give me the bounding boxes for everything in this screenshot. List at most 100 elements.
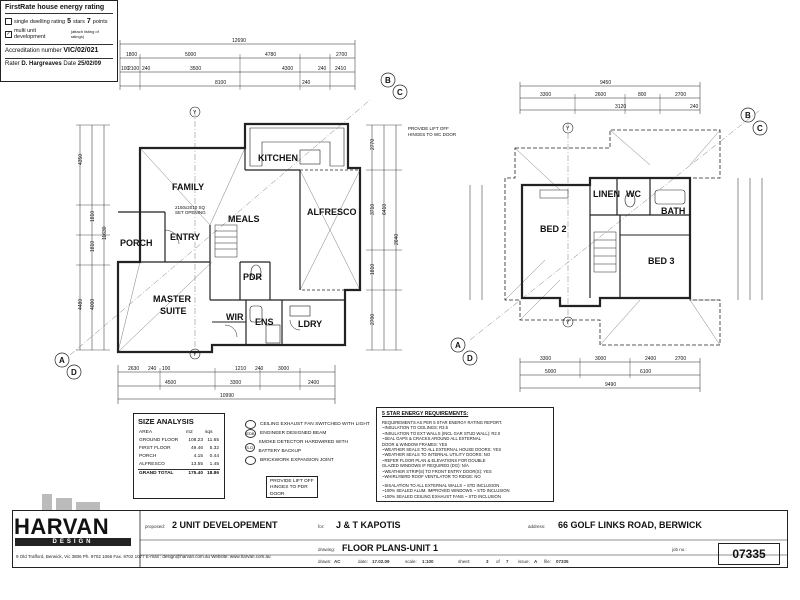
sheet-value: 3 — [486, 559, 489, 564]
sqs-cell: 1.45 — [209, 462, 219, 468]
table-row: GROUND FLOOR 108.23 11.65 — [138, 437, 220, 445]
legend-text: CEILING EXHAUST FAN SWITCHED WITH LIGHT — [260, 422, 370, 427]
lift-off-note-2: HINGES TO WC DOOR — [408, 132, 457, 137]
dim-text: 6410 — [382, 204, 388, 215]
smoke-detector-icon: S.D — [245, 442, 255, 452]
room-ldry: LDRY — [298, 319, 322, 329]
drawn-label: drawn: — [318, 559, 332, 564]
room-kitchen: KITCHEN — [258, 153, 298, 163]
m2-cell: 13.55 — [190, 462, 203, 468]
date-value: 17.02.09 — [372, 559, 390, 564]
issue-value: A — [534, 559, 538, 564]
option-label: single dwelling rating — [14, 18, 66, 25]
room-suite: SUITE — [160, 306, 187, 316]
energy-title: 5 STAR ENERGY REQUIREMENTS: — [382, 411, 469, 417]
issue-label: issue: — [518, 559, 530, 564]
opening-note-2: SET OPENING — [175, 210, 206, 215]
dim-text: 240 — [690, 104, 699, 110]
stars-word: stars — [72, 18, 85, 25]
energy-line: ~INSULATION TO EXT WALLS (INCL GAR STUD … — [382, 430, 501, 436]
grid-label-a: A — [455, 341, 461, 350]
dim-text: 1810 — [370, 264, 376, 275]
dim-text: 3710 — [370, 204, 376, 215]
dim-text: 240 — [148, 366, 157, 372]
dim-text: 4480 — [78, 299, 84, 310]
sqs-cell: 11.65 — [207, 437, 219, 443]
room-bed3: BED 3 — [648, 256, 675, 266]
dim-text: 240 — [255, 366, 264, 372]
area-cell: GRAND TOTAL — [138, 469, 185, 479]
energy-line: ~100% SEALED ALUM. IMPROVED WINDOWS ~ ST… — [382, 488, 510, 494]
dim-text: 12690 — [232, 38, 246, 44]
beam-icon: EDB — [245, 429, 256, 439]
sqs-cell: 18.86 — [204, 469, 220, 479]
sqs-cell: 0.44 — [209, 454, 219, 460]
dim-text: 2400 — [308, 380, 319, 386]
dim-text: 4780 — [265, 52, 276, 58]
dim-text: 240 — [302, 80, 311, 86]
room-wir: WIR — [226, 312, 244, 322]
date-value: 25/02/09 — [77, 61, 102, 67]
energy-line: REQUIREMENTS AS PER 5 STAR ENERGY RATING… — [382, 419, 503, 425]
room-meals: MEALS — [228, 214, 260, 224]
dim-text: 4350 — [78, 154, 84, 165]
points-word: points — [92, 18, 108, 25]
area-cell: GROUND FLOOR — [139, 437, 179, 443]
m2-cell: 4.15 — [193, 454, 203, 460]
dim-text: 4500 — [165, 380, 176, 386]
room-linen: LINEN — [593, 189, 620, 199]
dim-text: 800 — [638, 92, 647, 98]
grid-label-c: C — [397, 88, 403, 97]
grid-label-b: B — [385, 76, 391, 85]
legend-text: ENGINEER DESIGNED BEAM — [260, 431, 327, 437]
m2-cell: 108.23 — [188, 437, 203, 443]
room-bath: BATH — [661, 206, 685, 216]
dim-text: 240 — [142, 66, 151, 72]
dim-text: 1800 — [126, 52, 137, 58]
dim-text: 3300 — [230, 380, 241, 386]
energy-line: ~100% SEALED CEILING EXHAUST FANS ~ STD … — [382, 493, 501, 499]
note-line: PROVIDE LIFT OFF — [270, 479, 314, 484]
dim-text: 4300 — [282, 66, 293, 72]
grid-label-y: Y — [566, 320, 570, 326]
stars-value: 5 — [67, 18, 71, 25]
dim-text: 2600 — [595, 92, 606, 98]
size-analysis-panel: SIZE ANALYSIS AREA m2 sqs GROUND FLOOR 1… — [133, 413, 225, 499]
proposed-value: 2 UNIT DEVELOPEMENT — [172, 520, 278, 530]
room-family: FAMILY — [172, 182, 204, 192]
dim-text: 240 — [318, 66, 327, 72]
title-block — [12, 510, 788, 568]
exhaust-fan-icon — [245, 420, 256, 430]
accreditation-label: Accreditation number — [5, 48, 62, 54]
proposed-label: proposed: — [145, 524, 166, 529]
lift-off-note-1: PROVIDE LIFT OFF — [408, 126, 449, 131]
dim-text: 9490 — [605, 382, 616, 388]
energy-line: GLAZED WINDOWS IF REQUIRED (DG): N/A — [382, 463, 469, 469]
dim-text: 2100 — [128, 66, 139, 72]
opening-note-1: 2150x2010 SQ — [175, 205, 206, 210]
room-ens: ENS — [255, 317, 274, 327]
dim-text: 3000 — [278, 366, 289, 372]
dim-text: 3000 — [595, 356, 606, 362]
symbol-legend: CEILING EXHAUST FAN SWITCHED WITH LIGHT … — [245, 420, 370, 466]
area-cell: FIRST FLOOR — [139, 446, 171, 452]
dim-text: 10990 — [220, 393, 234, 399]
energy-line: ~SEAL GAPS & CRACKS AROUND ALL EXTERNAL — [382, 436, 481, 442]
energy-line: ~WHIRLYBIRD ROOF VENTILATOR TO RIDGE: NO — [382, 474, 481, 480]
drawing-value: FLOOR PLANS-UNIT 1 — [342, 543, 438, 553]
accreditation-row: Accreditation number VIC/02/021 — [5, 44, 113, 54]
room-entry: ENTRY — [170, 232, 200, 242]
dim-text: 9450 — [600, 80, 611, 86]
room-master: MASTER — [153, 294, 192, 304]
job-number: 07335 — [718, 543, 780, 565]
m2-cell: 175.40 — [184, 469, 204, 479]
grid-label-d: D — [467, 354, 473, 363]
for-label: for: — [318, 524, 325, 529]
dim-text: 2770 — [370, 139, 376, 150]
energy-requirements-panel: 5 STAR ENERGY REQUIREMENTS: REQUIREMENTS… — [376, 407, 554, 502]
table-row: ALFRESCO 13.55 1.45 — [138, 461, 220, 470]
energy-line: DOOR & WINDOW FRAMES: YES — [382, 441, 448, 447]
